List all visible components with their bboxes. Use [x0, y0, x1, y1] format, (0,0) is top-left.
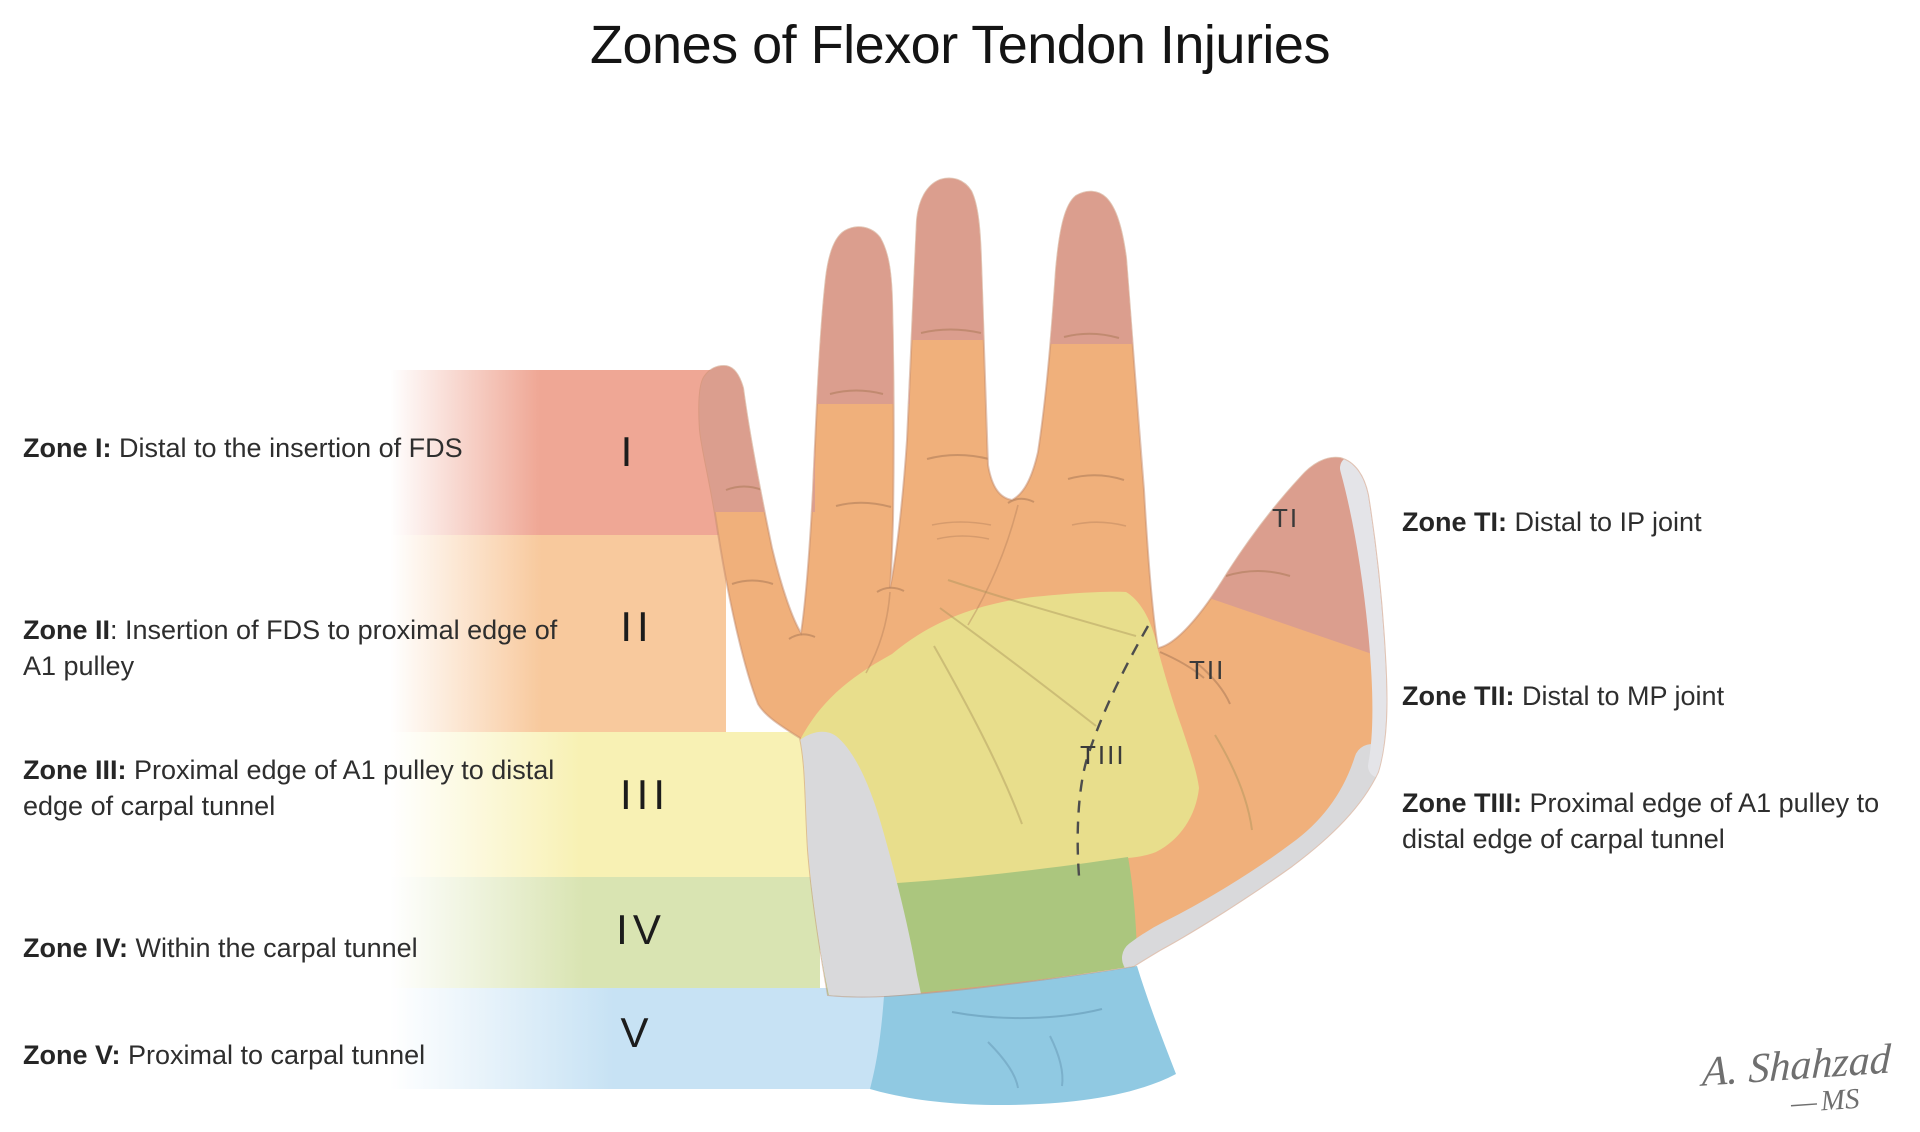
hand-mark-ti: TI: [1272, 503, 1300, 533]
artist-signature: A. Shahzad —MS: [1701, 1036, 1895, 1124]
zone-iii-numeral: III: [619, 771, 671, 818]
zone-iii-label: Zone III: Proximal edge of A1 pulley to …: [23, 752, 583, 824]
ulnar-gray-strip: [800, 731, 922, 997]
zone-v-numeral: V: [620, 1009, 654, 1056]
signature-dash: —: [1789, 1085, 1816, 1120]
fine-creases: [865, 504, 1127, 674]
zone-i-label-bold: Zone I:: [23, 433, 112, 463]
skin-creases: [725, 328, 1291, 705]
zone-ti-label: Zone TI: Distal to IP joint: [1402, 504, 1702, 540]
zone-v-label-bold: Zone V:: [23, 1040, 121, 1070]
zone-iii-palm: [800, 591, 1199, 888]
zone-iv-band: [390, 877, 820, 988]
zone-iii-label-desc: Proximal edge of A1 pulley to distal edg…: [23, 755, 555, 821]
zone-tii-label: Zone TII: Distal to MP joint: [1402, 678, 1724, 714]
zone-tii-label-bold: Zone TII:: [1402, 681, 1515, 711]
zone-iii-band: [390, 732, 812, 877]
diagram-title: Zones of Flexor Tendon Injuries: [590, 15, 1330, 75]
wrist-zone-v: [870, 966, 1176, 1105]
zone-ii-label-bold: Zone II: [23, 615, 110, 645]
zone-i-numeral: I: [620, 428, 638, 475]
zone-tii-label-desc: Distal to MP joint: [1514, 681, 1725, 711]
hand-mark-tiii: TIII: [1080, 740, 1126, 770]
zone-iii-label-bold: Zone III:: [23, 755, 127, 785]
zone-iv-label: Zone IV: Within the carpal tunnel: [23, 930, 418, 966]
zone-iv-numeral: IV: [616, 906, 666, 953]
zone-ti-label-desc: Distal to IP joint: [1506, 507, 1702, 537]
zone-ii-band: [390, 535, 726, 732]
zone-ti-label-bold: Zone TI:: [1402, 507, 1507, 537]
zone-iv-label-desc: Within the carpal tunnel: [128, 933, 418, 963]
zone-iv-label-bold: Zone IV:: [23, 933, 129, 963]
tiii-dashed-boundary: [1076, 625, 1150, 877]
palm-creases: [933, 579, 1253, 831]
zone-ii-label: Zone II: Insertion of FDS to proximal ed…: [23, 612, 563, 684]
zone-tiii-label-bold: Zone TIII:: [1402, 788, 1522, 818]
zone-ii-label-desc: : Insertion of FDS to proximal edge of A…: [23, 615, 558, 681]
zone-v-label: Zone V: Proximal to carpal tunnel: [23, 1037, 425, 1073]
zone-tiii-label-desc: Proximal edge of A1 pulley to distal edg…: [1402, 788, 1880, 854]
zone-i-label: Zone I: Distal to the insertion of FDS: [23, 430, 463, 466]
zone-i-label-desc: Distal to the insertion of FDS: [111, 433, 463, 463]
zone-tiii-label: Zone TIII: Proximal edge of A1 pulley to…: [1402, 785, 1920, 857]
zone-i-band: [390, 370, 722, 535]
zone-v-band: [390, 988, 886, 1089]
thumb-dorsal-sliver: [1340, 456, 1387, 778]
radial-gray-edge: [1122, 744, 1387, 976]
zone-ii-numeral: II: [620, 603, 654, 650]
hand-mark-tii: TII: [1189, 655, 1226, 685]
zone-v-label-desc: Proximal to carpal tunnel: [120, 1040, 426, 1070]
